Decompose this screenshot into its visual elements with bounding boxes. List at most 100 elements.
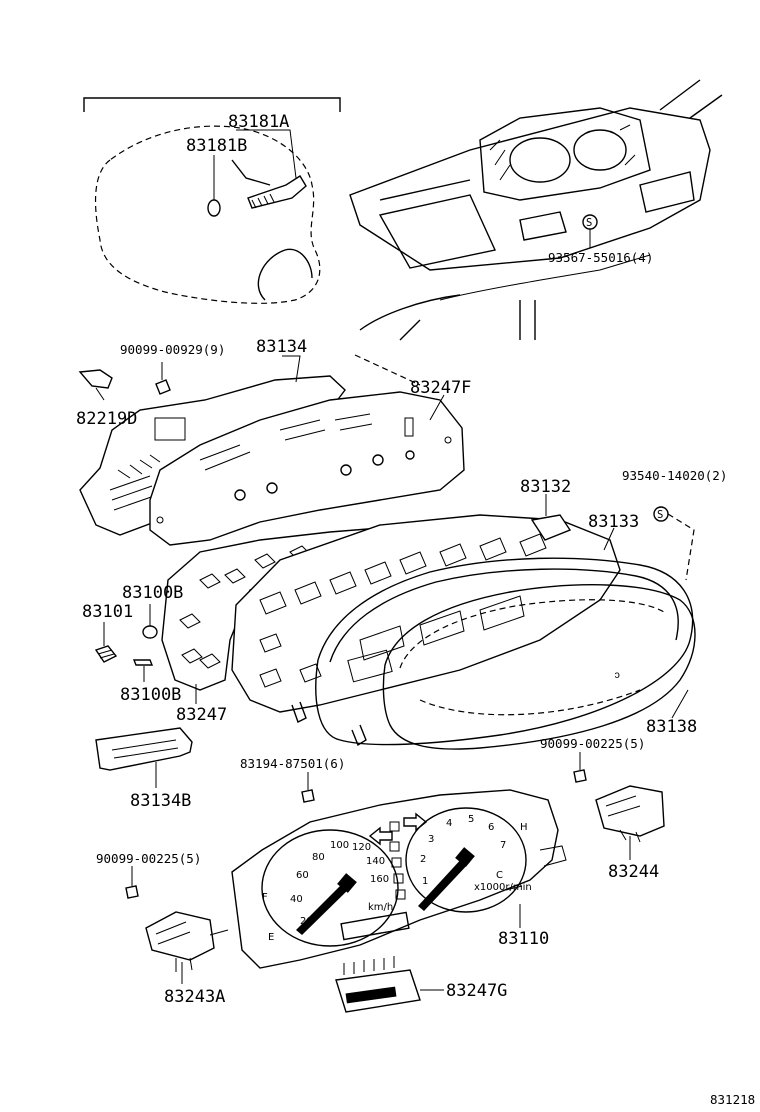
circuit-83247F	[149, 391, 465, 546]
cluster-rear-outline-group: 83181A 83181B	[83, 97, 341, 304]
screw-90099-00929-icon	[155, 379, 171, 395]
cluster-rear-dashed-outline	[95, 125, 321, 304]
case-display-window	[347, 649, 393, 683]
label-90099-00225-left: 90099-00225(5)	[96, 851, 201, 866]
label-83244: 83244	[608, 862, 659, 882]
sender-83243A-details	[155, 921, 229, 972]
speedo-100: 100	[330, 840, 349, 851]
label-83243A: 83243A	[164, 987, 225, 1007]
plate-83134B-ribs	[111, 739, 179, 759]
screw-90099-00225-left-icon	[125, 885, 139, 899]
label-93540-14020: 93540-14020(2)	[622, 468, 727, 483]
bulb-83181B-icon	[207, 199, 221, 217]
fuel-e: E	[268, 932, 274, 943]
label-93567-55016: 93567-55016(4)	[548, 250, 653, 265]
circuit-hole-2	[266, 482, 278, 494]
hood-details	[489, 124, 636, 181]
case-tab-left	[291, 701, 307, 723]
label-83101: 83101	[82, 602, 133, 622]
sender-83244	[595, 785, 665, 837]
tacho-unit: x1000r/min	[474, 882, 532, 893]
dash-vents	[379, 179, 567, 241]
circuit-83247F-traces	[199, 413, 373, 471]
side-vent	[639, 171, 695, 213]
temp-h: H	[520, 822, 528, 833]
speedo-160: 160	[370, 874, 389, 885]
leader-83134	[282, 355, 301, 383]
speedo-60: 60	[296, 870, 309, 881]
socket-83181A-icon	[247, 175, 307, 209]
connector-83247G-plate	[345, 986, 397, 1004]
screw-83194-icon	[301, 789, 315, 803]
leader-83133	[603, 527, 615, 551]
label-83181B: 83181B	[186, 136, 247, 156]
radio-opening	[378, 194, 496, 269]
warning-lamp-3	[391, 857, 402, 868]
tacho-1: 1	[422, 876, 428, 887]
circuit-83247-pads	[179, 545, 311, 669]
tacho-hub	[455, 847, 475, 867]
speedo-20: 20	[300, 916, 313, 927]
circuit-hole-1	[234, 489, 246, 501]
screw-93540-s: S	[657, 509, 663, 521]
tacho-2: 2	[420, 854, 426, 865]
lens-83138	[382, 584, 696, 750]
circuit-connector	[404, 417, 414, 437]
gauge-face-83110: 20 40 60 80 100 120 140 160 km/h 1 2 3 4…	[231, 789, 567, 969]
tacho-3: 3	[428, 834, 434, 845]
temp-c: C	[496, 870, 503, 881]
lens-83138-dashed-lower	[419, 689, 641, 716]
speedo-40: 40	[290, 894, 303, 905]
plate-83134B	[95, 727, 193, 771]
lens-mark: ↄ	[614, 669, 620, 681]
label-83100B-bot: 83100B	[120, 685, 181, 705]
gauge-face-tab	[539, 845, 567, 867]
left-small-parts: 83100B 83101 83100B 83134B	[82, 583, 193, 811]
circuit-hole-5	[405, 450, 415, 460]
tacho-7: 7	[500, 840, 506, 851]
screws-and-senders: 83194-87501(6) 90099-00225(5) 83244 9009…	[96, 736, 665, 1007]
label-83134B: 83134B	[130, 791, 191, 811]
case-tab-mid	[351, 724, 367, 747]
speedo-needle-icon	[296, 880, 352, 935]
dash-lower-edge	[439, 254, 651, 301]
housing-83134-window	[154, 417, 186, 441]
speedo-120: 120	[352, 842, 371, 853]
circuit-hole-3	[340, 464, 352, 476]
tacho-6: 6	[488, 822, 494, 833]
hood-83133-inner	[329, 568, 679, 663]
label-83194-87501: 83194-87501(6)	[240, 756, 345, 771]
dash-panel-outline	[349, 107, 711, 271]
fuel-f: F	[262, 892, 268, 903]
label-83133: 83133	[588, 512, 639, 532]
speedo-dial	[261, 829, 399, 947]
leader-83247F	[429, 394, 445, 421]
case-connector-83132	[530, 514, 572, 541]
leader-83138	[671, 689, 689, 719]
label-83134: 83134	[256, 337, 307, 357]
hood-83133	[315, 557, 694, 746]
circuit-plates-group: 90099-00929(9) 83134 82219D 83247F	[76, 337, 471, 546]
bulb-82219D-icon	[78, 369, 113, 389]
tacho-needle-icon	[418, 856, 470, 911]
warning-lamp-1	[389, 821, 400, 832]
harness-bend	[231, 159, 271, 186]
turn-left-icon	[368, 826, 393, 846]
rear-housing-arc	[257, 248, 313, 301]
socket-83101-rings	[97, 649, 115, 659]
cluster-case-group: ↄ S 93540-14020(2) 83132 83133 83138 832…	[161, 468, 727, 750]
tacho-small	[573, 129, 627, 171]
speedo-140: 140	[366, 856, 385, 867]
warning-lamp-5	[395, 889, 406, 900]
connector-83247G: 83247G	[335, 956, 507, 1013]
sender-83244-details	[605, 795, 641, 843]
housing-83134-ribs	[109, 454, 161, 511]
bulb-83100B-top-icon	[142, 625, 158, 639]
temp-scale	[505, 885, 523, 891]
label-83138: 83138	[646, 717, 697, 737]
tacho-5: 5	[468, 814, 474, 825]
socket-threads	[251, 193, 275, 209]
leader-83181A	[236, 129, 297, 179]
